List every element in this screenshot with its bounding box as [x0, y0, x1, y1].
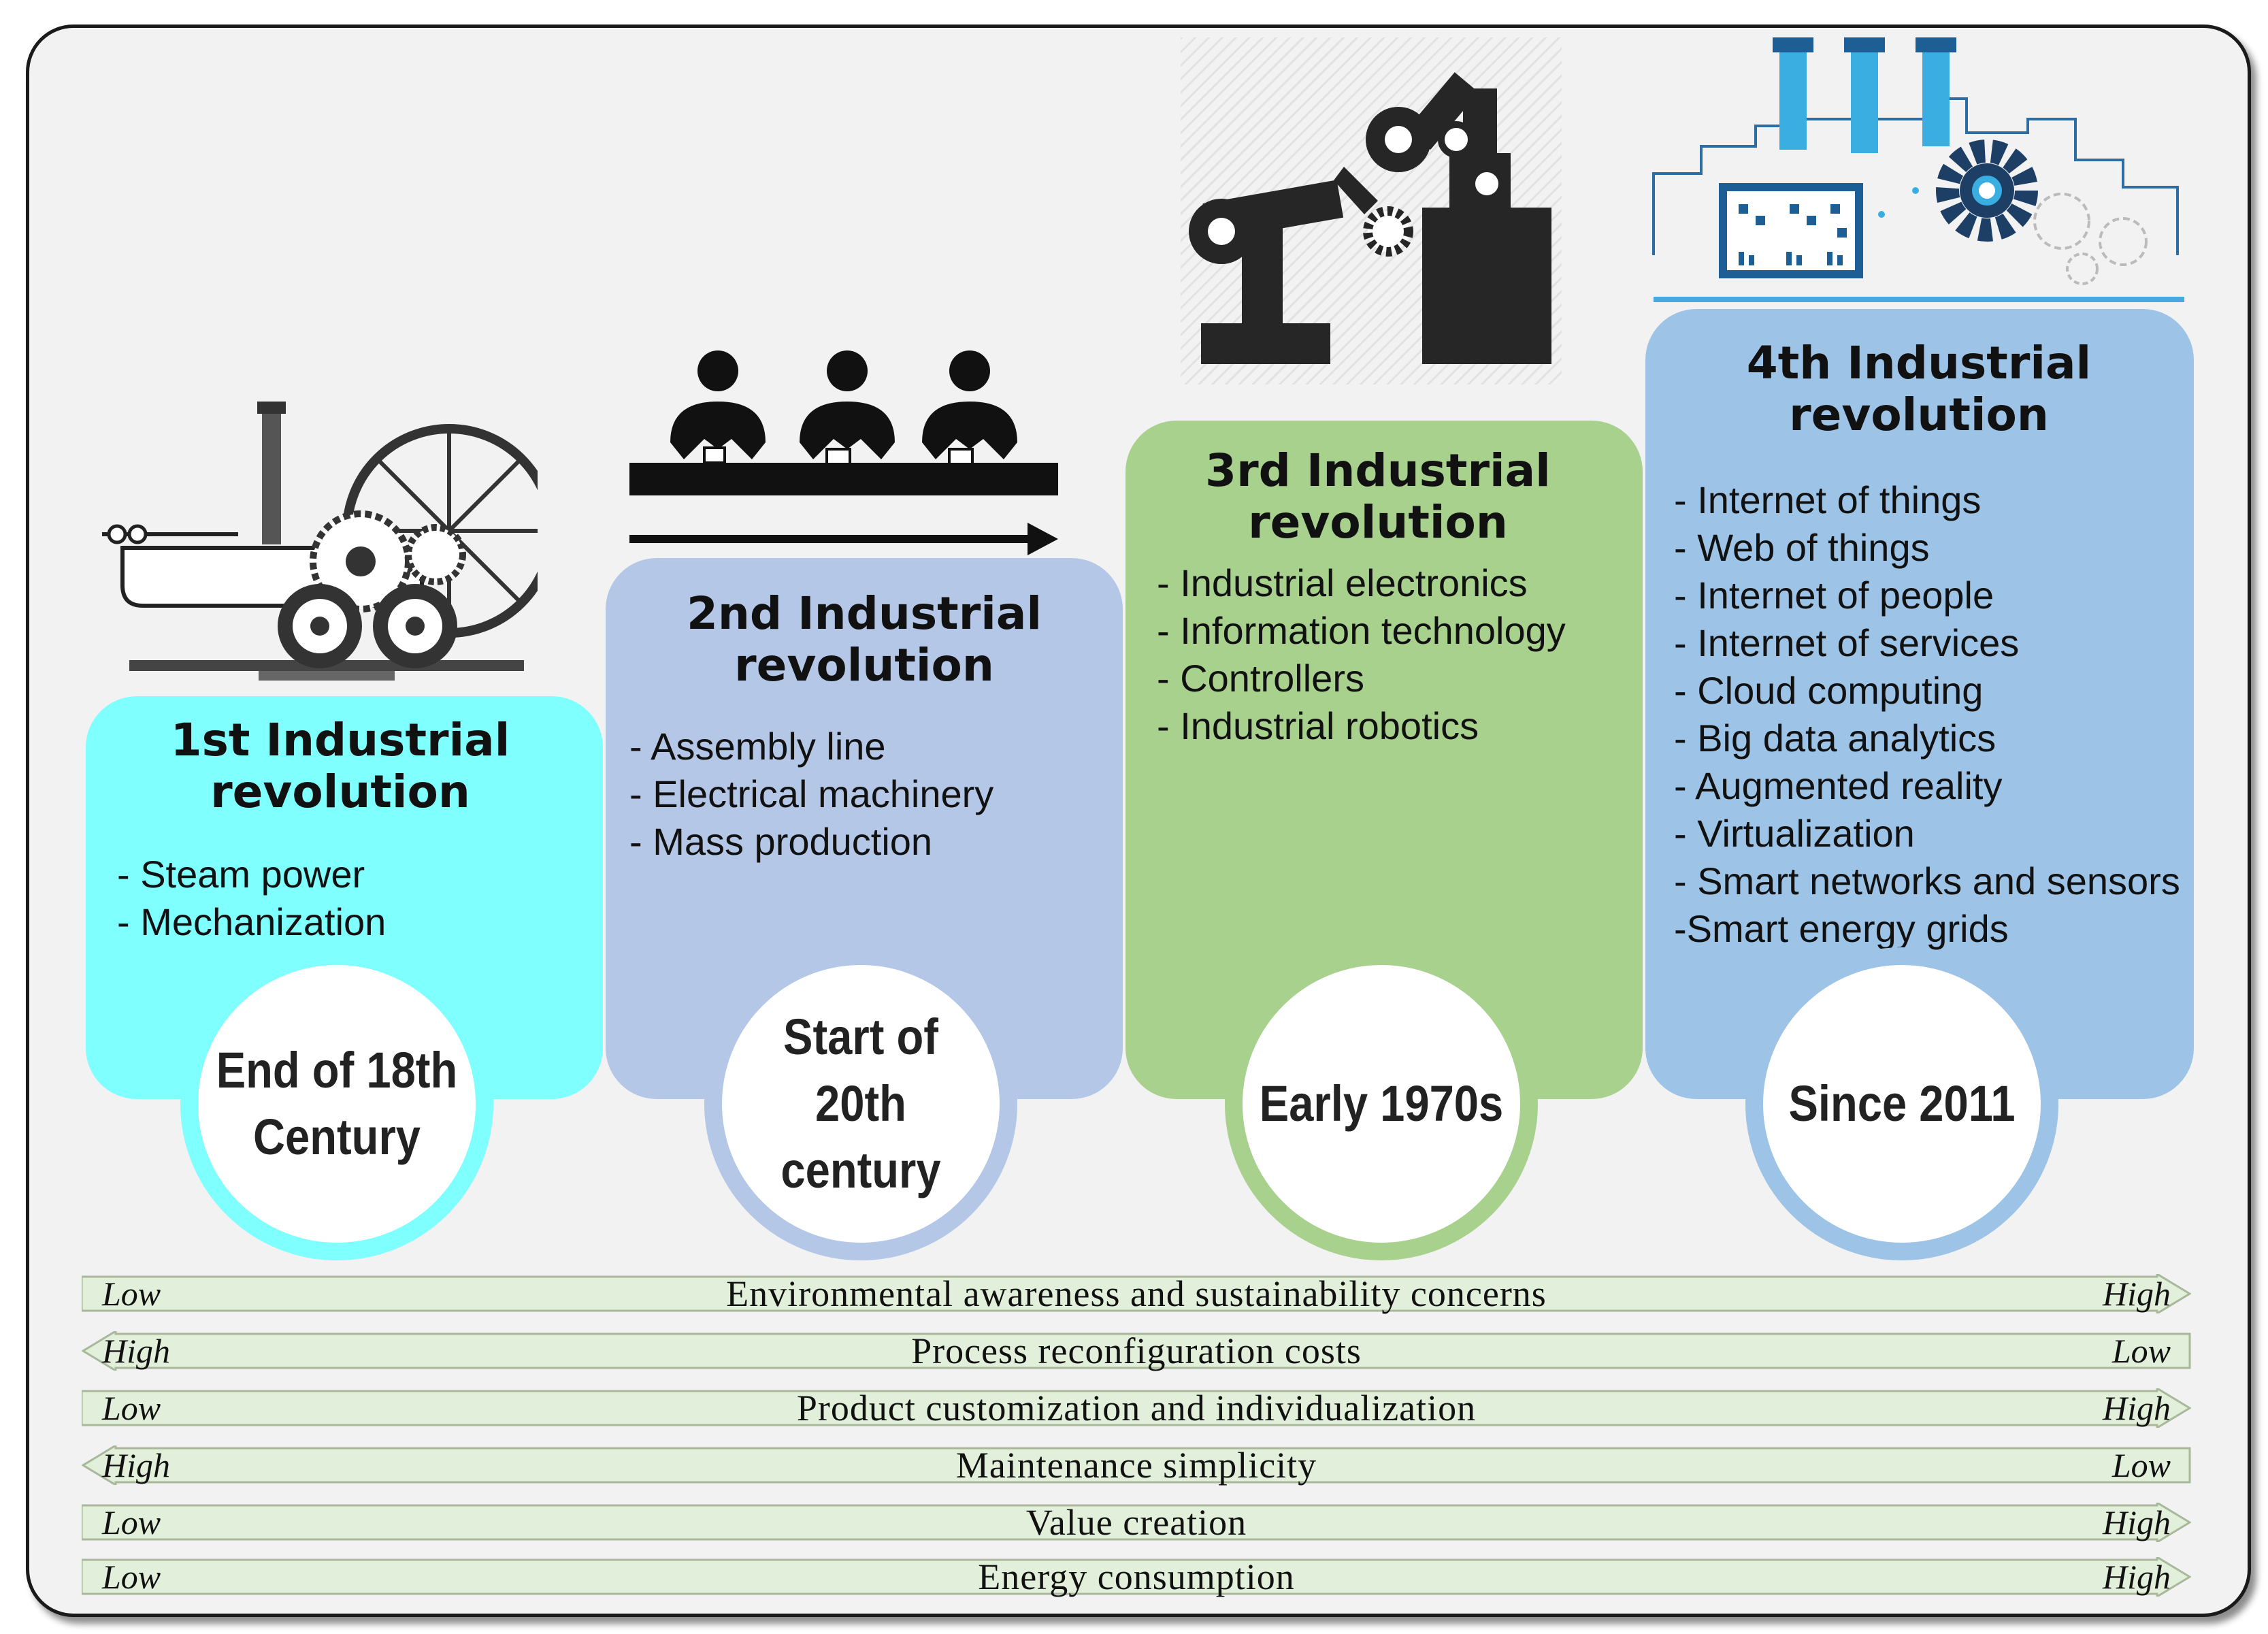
trend-arrow-right: [82, 1274, 2191, 1313]
rev1-list: - Steam power - Mechanization: [117, 851, 386, 946]
list-item: - Augmented reality: [1674, 764, 2003, 807]
rev1-title: 1st Industrial revolution: [170, 714, 510, 818]
list-item: -Smart energy grids: [1674, 907, 2009, 950]
list-item: - Mechanization: [117, 900, 387, 943]
trend-label: Energy consumption: [978, 1556, 1295, 1597]
list-item: - Internet of services: [1674, 621, 2020, 664]
trend-bar-4: Low Value creation High: [82, 1503, 2191, 1542]
period-label: Early 1970s: [1259, 1075, 1504, 1132]
period-label: End of 18th Century: [216, 1042, 458, 1165]
trend-arrow-right: [82, 1503, 2191, 1542]
trend-left-label: Low: [102, 1558, 161, 1596]
list-item: - Assembly line: [629, 725, 886, 768]
list-item: - Industrial electronics: [1157, 561, 1528, 604]
list-item: - Steam power: [117, 853, 365, 896]
rev2-title: 2nd Industrial revolution: [686, 587, 1042, 691]
robotic-arm-icon: [1181, 37, 1562, 385]
trend-left-label: High: [102, 1332, 170, 1370]
trend-bar-5: Low Energy consumption High: [82, 1557, 2191, 1597]
trend-left-label: Low: [102, 1503, 161, 1541]
list-item: - Internet of people: [1674, 574, 1994, 617]
list-item: - Smart networks and sensors: [1674, 860, 2180, 902]
smart-factory-icon: [1652, 37, 2184, 302]
trend-right-label: Low: [2111, 1446, 2171, 1484]
list-item: - Cloud computing: [1674, 669, 1984, 712]
period-label: Since 2011: [1788, 1075, 2016, 1132]
trend-label: Value creation: [1025, 1502, 1247, 1543]
period-circle-rev4: Since 2011: [1745, 947, 2058, 1260]
trend-right-label: High: [2103, 1503, 2171, 1541]
list-item: - Web of things: [1674, 526, 1930, 569]
rev4-title: 4th Industrial revolution: [1746, 337, 2092, 441]
trend-right-label: High: [2103, 1275, 2171, 1313]
steam-locomotive-icon: [102, 402, 538, 681]
period-label: Start of 20th century: [780, 1009, 941, 1198]
period-circle-rev3: Early 1970s: [1225, 947, 1538, 1260]
trend-bar-1: High Process reconfiguration costs Low: [82, 1331, 2191, 1371]
list-item: - Mass production: [629, 820, 933, 863]
period-circle-rev1: End of 18th Century: [180, 947, 493, 1260]
trend-arrow-left: [82, 1445, 2191, 1485]
trend-arrow-left: [82, 1331, 2191, 1371]
trend-label: Process reconfiguration costs: [911, 1330, 1362, 1371]
trend-bar-3: High Maintenance simplicity Low: [82, 1445, 2191, 1485]
trend-left-label: Low: [102, 1389, 161, 1427]
trend-left-label: High: [102, 1446, 170, 1484]
list-item: - Virtualization: [1674, 812, 1915, 855]
trend-bar-2: Low Product customization and individual…: [82, 1388, 2191, 1428]
list-item: - Internet of things: [1674, 478, 1982, 521]
trend-label: Maintenance simplicity: [955, 1445, 1317, 1486]
rev4-list: - Internet of things - Web of things - I…: [1674, 476, 2180, 953]
rev2-list: - Assembly line - Electrical machinery -…: [629, 723, 993, 866]
trend-label: Product customization and individualizat…: [796, 1388, 1477, 1428]
list-item: - Industrial robotics: [1157, 704, 1479, 747]
trend-left-label: Low: [102, 1275, 161, 1313]
list-item: - Big data analytics: [1674, 717, 1996, 759]
trend-arrow-right: [82, 1557, 2191, 1597]
period-circle-rev2: Start of 20th century: [704, 947, 1017, 1260]
trend-right-label: High: [2103, 1558, 2171, 1596]
list-item: - Information technology: [1157, 609, 1566, 652]
trend-right-label: Low: [2111, 1332, 2171, 1370]
rev3-title: 3rd Industrial revolution: [1205, 444, 1551, 549]
trend-right-label: High: [2103, 1389, 2171, 1427]
assembly-line-workers-icon: [629, 350, 1058, 555]
list-item: - Controllers: [1157, 657, 1364, 700]
list-item: - Electrical machinery: [629, 772, 994, 815]
trend-arrow-right: [82, 1388, 2191, 1428]
trend-bar-0: Low Environmental awareness and sustaina…: [82, 1274, 2191, 1313]
rev3-list: - Industrial electronics - Information t…: [1157, 559, 1566, 750]
trend-label: Environmental awareness and sustainabili…: [726, 1273, 1547, 1314]
